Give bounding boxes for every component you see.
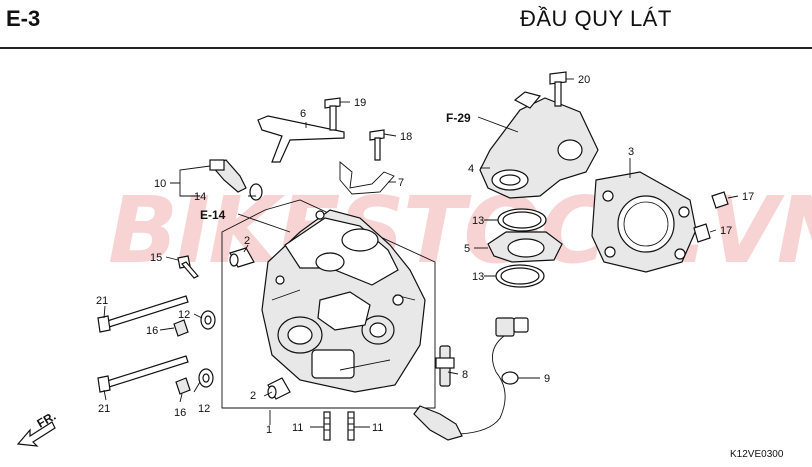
assembly-guide xyxy=(221,199,436,409)
long-bolts xyxy=(97,295,189,393)
dowel-pin-top xyxy=(229,247,255,268)
part-number: 12 xyxy=(198,403,210,415)
part-number: 16 xyxy=(174,407,186,419)
bracket-6 xyxy=(257,97,345,163)
part-number: 8 xyxy=(462,369,468,381)
part-number: 1 xyxy=(266,424,272,436)
part-number: 13 xyxy=(472,271,484,283)
part-number: 17 xyxy=(742,191,754,203)
part-numbers: 1 2 2 3 4 5 6 7 8 9 10 11 11 12 12 13 13… xyxy=(96,74,754,436)
ref-f29[interactable]: F-29 xyxy=(446,111,471,125)
part-number: 7 xyxy=(398,177,404,189)
header-divider xyxy=(0,47,812,49)
intake-pipe xyxy=(479,71,599,199)
front-arrow: FR. xyxy=(16,409,58,447)
washers-nuts xyxy=(173,310,216,395)
part-number: 9 xyxy=(544,373,550,385)
leader-lines xyxy=(103,78,739,428)
section-title: ĐẦU QUY LÁT xyxy=(520,6,672,31)
temperature-sensor xyxy=(209,159,263,201)
part-number: 3 xyxy=(628,146,634,158)
bolt-15 xyxy=(177,255,199,279)
part-number: 6 xyxy=(300,108,306,120)
part-number: 11 xyxy=(372,422,383,434)
section-code: E-3 xyxy=(6,6,41,31)
part-number: 11 xyxy=(292,422,303,434)
part-number: 17 xyxy=(720,225,732,237)
clip-7 xyxy=(339,129,395,195)
cylinder-head xyxy=(261,209,426,393)
part-number: 18 xyxy=(400,131,412,143)
part-number: 5 xyxy=(464,243,470,255)
part-number: 10 xyxy=(154,178,166,190)
part-number: 15 xyxy=(150,252,162,264)
part-number: 2 xyxy=(250,390,256,402)
part-number: 21 xyxy=(98,403,110,415)
stud-bolts xyxy=(323,411,355,441)
spark-plug xyxy=(435,345,455,387)
part-number: 12 xyxy=(178,309,190,321)
part-number: 21 xyxy=(96,295,108,307)
part-number: 16 xyxy=(146,325,158,337)
part-number: 4 xyxy=(468,163,474,175)
dowels-17 xyxy=(693,191,729,243)
ref-e14[interactable]: E-14 xyxy=(200,208,226,222)
head-gasket xyxy=(591,171,697,273)
part-number: 13 xyxy=(472,215,484,227)
part-number: 19 xyxy=(354,97,366,109)
part-number: 2 xyxy=(244,235,250,247)
o2-sensor-harness xyxy=(413,317,529,441)
dowel-pin-bottom xyxy=(267,377,291,400)
diagram-code: K12VE0300 xyxy=(730,449,784,460)
part-number: 20 xyxy=(578,74,590,86)
part-number: 14 xyxy=(194,191,206,203)
